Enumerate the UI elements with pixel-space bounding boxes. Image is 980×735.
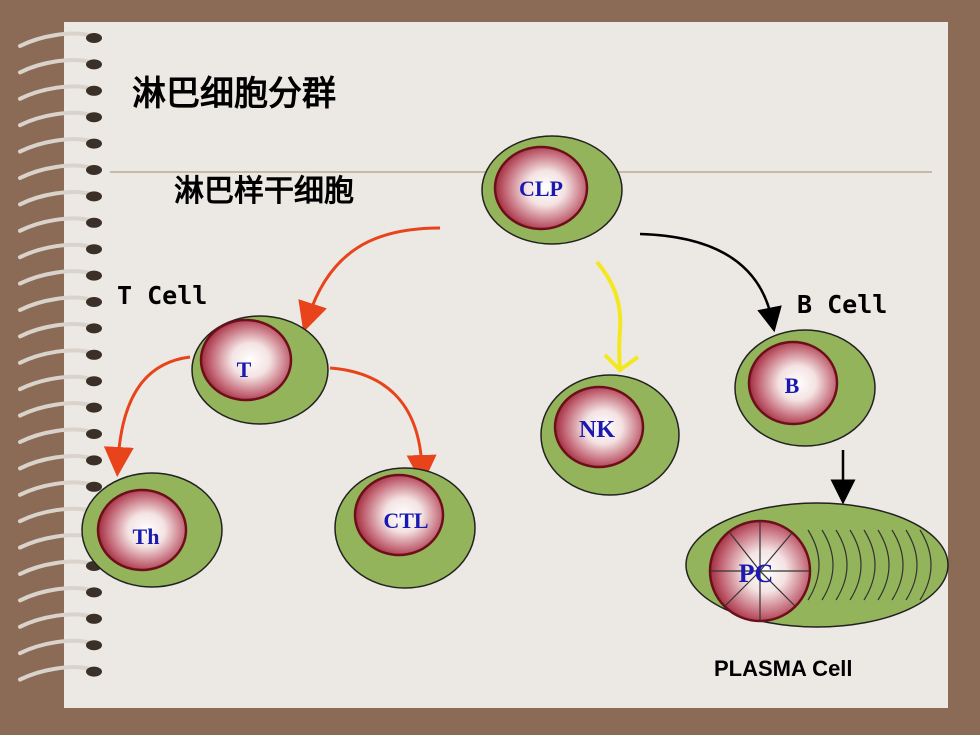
spiral-hole — [86, 297, 102, 307]
spiral-hole — [86, 587, 102, 598]
spiral-hole — [86, 666, 102, 677]
er-arc — [863, 529, 876, 601]
er-arc — [807, 529, 820, 601]
spiral-hole — [86, 112, 102, 123]
slide-subtitle: 淋巴样干细胞 — [174, 174, 354, 209]
notebook-spiral-binding — [18, 31, 102, 682]
chromatin-spokes — [710, 521, 810, 621]
spiral-ring — [18, 137, 94, 154]
spiral-ring — [18, 454, 94, 471]
er-arc — [821, 529, 834, 601]
spiral-ring — [18, 506, 94, 524]
arrow-clp-to-b — [639, 232, 782, 333]
cell-clp: CLP — [481, 135, 623, 245]
er-arc — [877, 529, 890, 601]
spiral-ring — [18, 612, 94, 629]
label-b-cell: B Cell — [797, 290, 888, 319]
spiral-hole — [86, 481, 102, 492]
spiral-hole — [86, 429, 102, 439]
spiral-ring — [18, 559, 94, 576]
cell-label-t: T — [237, 357, 252, 382]
spiral-hole — [86, 402, 102, 413]
spiral-ring — [18, 31, 94, 48]
spiral-ring — [18, 533, 94, 550]
spiral-ring — [18, 190, 94, 207]
slide-title: 淋巴细胞分群 — [132, 74, 336, 114]
spiral-hole — [86, 376, 102, 387]
er-arc — [905, 529, 918, 601]
spiral-hole — [86, 323, 102, 334]
er-arc — [891, 529, 904, 601]
cell-label-nk: NK — [579, 417, 615, 443]
spiral-ring — [18, 110, 94, 128]
cell-label-th: Th — [133, 524, 160, 549]
spiral-hole — [86, 165, 102, 175]
spiral-ring — [18, 269, 94, 286]
er-arc — [835, 529, 848, 601]
spiral-ring — [18, 427, 94, 444]
spiral-hole — [86, 217, 102, 228]
arrow-t-to-th — [103, 355, 191, 477]
er-arc — [849, 529, 862, 601]
cell-label-pc: PC — [739, 559, 774, 588]
endoplasmic-reticulum-arcs — [807, 529, 932, 601]
cell-label-b: B — [785, 373, 800, 398]
spiral-ring — [18, 216, 94, 233]
spiral-hole — [86, 349, 102, 360]
spiral-hole — [86, 138, 102, 149]
spiral-hole — [86, 270, 102, 281]
spiral-hole — [86, 33, 102, 43]
spiral-ring — [18, 665, 94, 682]
spiral-hole — [86, 640, 102, 651]
cell-t: T — [191, 315, 329, 425]
arrow-clp-to-nk-head — [603, 353, 640, 373]
spiral-ring — [18, 84, 94, 101]
spiral-ring — [18, 58, 94, 75]
spiral-ring — [18, 295, 94, 312]
spiral-ring — [18, 401, 94, 418]
cell-plasma: PC — [685, 502, 949, 628]
spiral-hole — [86, 244, 102, 255]
cell-b: B — [734, 329, 876, 447]
spiral-ring — [18, 322, 94, 339]
cell-ctl: CTL — [334, 467, 476, 589]
spiral-ring — [18, 348, 94, 365]
label-plasma-cell: PLASMA Cell — [714, 656, 853, 681]
spiral-ring — [18, 374, 94, 392]
spiral-hole — [86, 191, 102, 202]
spiral-ring — [18, 586, 94, 603]
cell-th: Th — [81, 472, 223, 588]
arrow-t-to-ctl — [329, 366, 437, 485]
cell-nk: NK — [540, 374, 680, 496]
arrow-clp-to-t — [298, 226, 441, 333]
label-t-cell: T Cell — [117, 281, 208, 310]
cell-label-ctl: CTL — [383, 508, 428, 533]
arrow-clp-to-nk — [595, 260, 623, 369]
spiral-hole — [86, 85, 102, 96]
spiral-ring — [18, 242, 94, 260]
er-arc — [919, 529, 932, 601]
spiral-hole — [86, 455, 102, 466]
spiral-hole — [86, 59, 102, 70]
spiral-ring — [18, 638, 94, 656]
cell-label-clp: CLP — [519, 176, 563, 201]
spiral-hole — [86, 613, 102, 624]
spiral-ring — [18, 163, 94, 180]
spiral-ring — [18, 480, 94, 497]
